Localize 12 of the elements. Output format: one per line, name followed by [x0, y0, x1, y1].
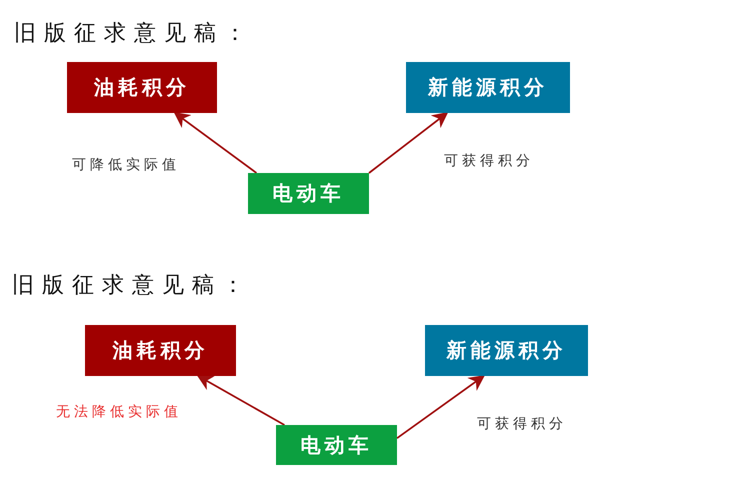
arrow — [396, 375, 485, 439]
arrow — [196, 375, 285, 426]
label-box: 电动车 — [248, 173, 369, 214]
arrow — [368, 112, 448, 174]
label-box: 油耗积分 — [67, 62, 217, 113]
heading: 旧版征求意见稿： — [12, 272, 252, 300]
label-box: 油耗积分 — [85, 325, 236, 376]
label-box: 新能源积分 — [406, 62, 570, 113]
heading: 旧版征求意见稿： — [14, 20, 254, 48]
arrow — [174, 112, 257, 174]
label-box: 新能源积分 — [425, 325, 588, 376]
label-box: 电动车 — [276, 425, 397, 465]
